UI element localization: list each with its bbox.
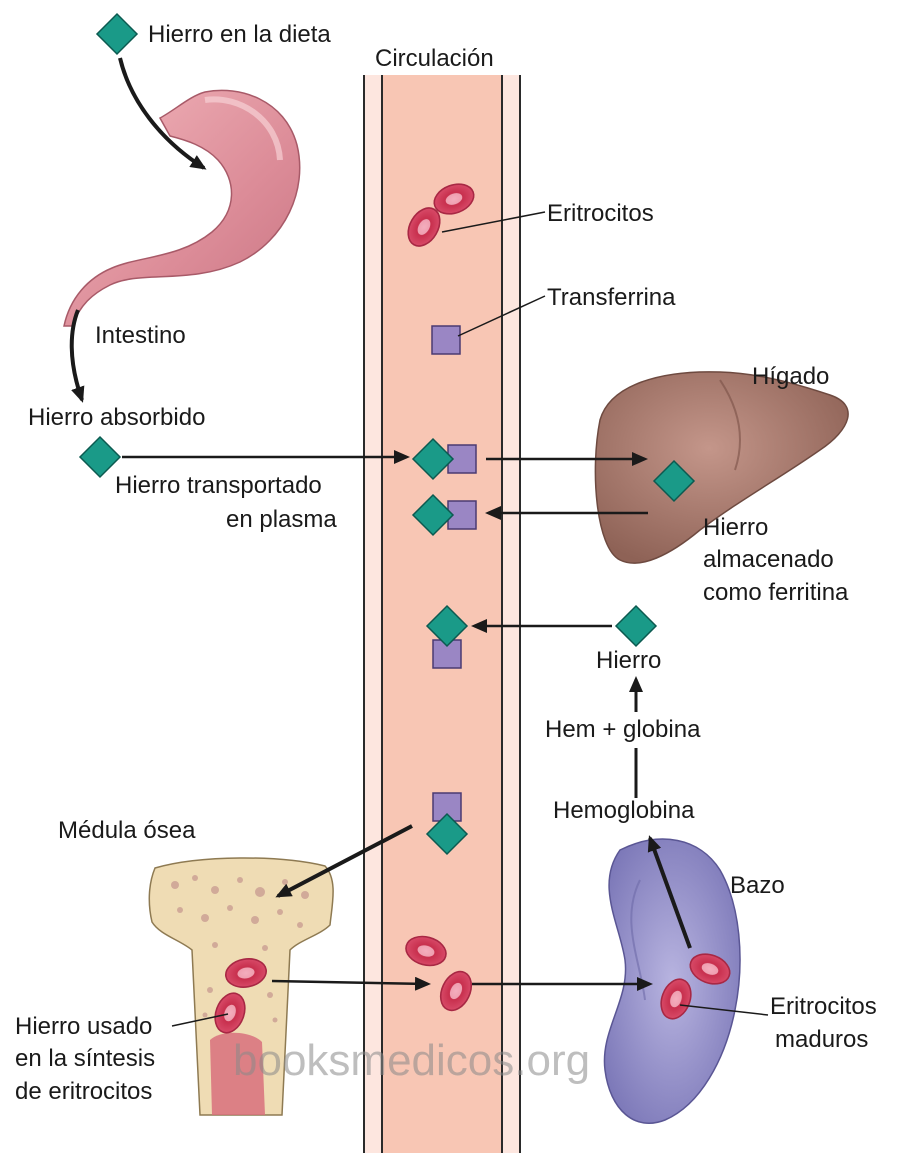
watermark: booksmedicos.org	[233, 1036, 590, 1085]
label-stored-line1: Hierro	[703, 514, 768, 541]
label-stored-line2: almacenado	[703, 546, 834, 573]
label-spleen: Bazo	[730, 872, 785, 899]
label-used-line1: Hierro usado	[15, 1013, 152, 1040]
label-stored-line3: como ferritina	[703, 579, 849, 606]
arrow-intestine-to-absorbed	[72, 310, 82, 400]
stomach-illustration	[64, 90, 300, 326]
iron-diamond	[97, 14, 137, 54]
iron-diamond	[616, 606, 656, 646]
label-bone-marrow: Médula ósea	[58, 817, 196, 844]
transferrin-square	[432, 326, 460, 354]
label-used-line3: de eritrocitos	[15, 1078, 152, 1105]
label-transport-line2: en plasma	[226, 506, 337, 533]
label-transferrin: Transferrina	[547, 284, 676, 311]
label-transport-line1: Hierro transportado	[115, 472, 322, 499]
label-used-line2: en la síntesis	[15, 1045, 155, 1072]
label-dietary-iron: Hierro en la dieta	[148, 21, 331, 48]
label-mature-line1: Eritrocitos	[770, 993, 877, 1020]
label-iron: Hierro	[596, 647, 661, 674]
label-intestine: Intestino	[95, 322, 186, 349]
label-heme-globin: Hem + globina	[545, 716, 701, 743]
label-hemoglobin: Hemoglobina	[553, 797, 695, 824]
label-absorbed-iron: Hierro absorbido	[28, 404, 205, 431]
label-circulation: Circulación	[375, 45, 494, 72]
iron-diamond	[80, 437, 120, 477]
label-liver: Hígado	[752, 363, 829, 390]
label-erythrocytes: Eritrocitos	[547, 200, 654, 227]
label-mature-line2: maduros	[775, 1026, 868, 1053]
